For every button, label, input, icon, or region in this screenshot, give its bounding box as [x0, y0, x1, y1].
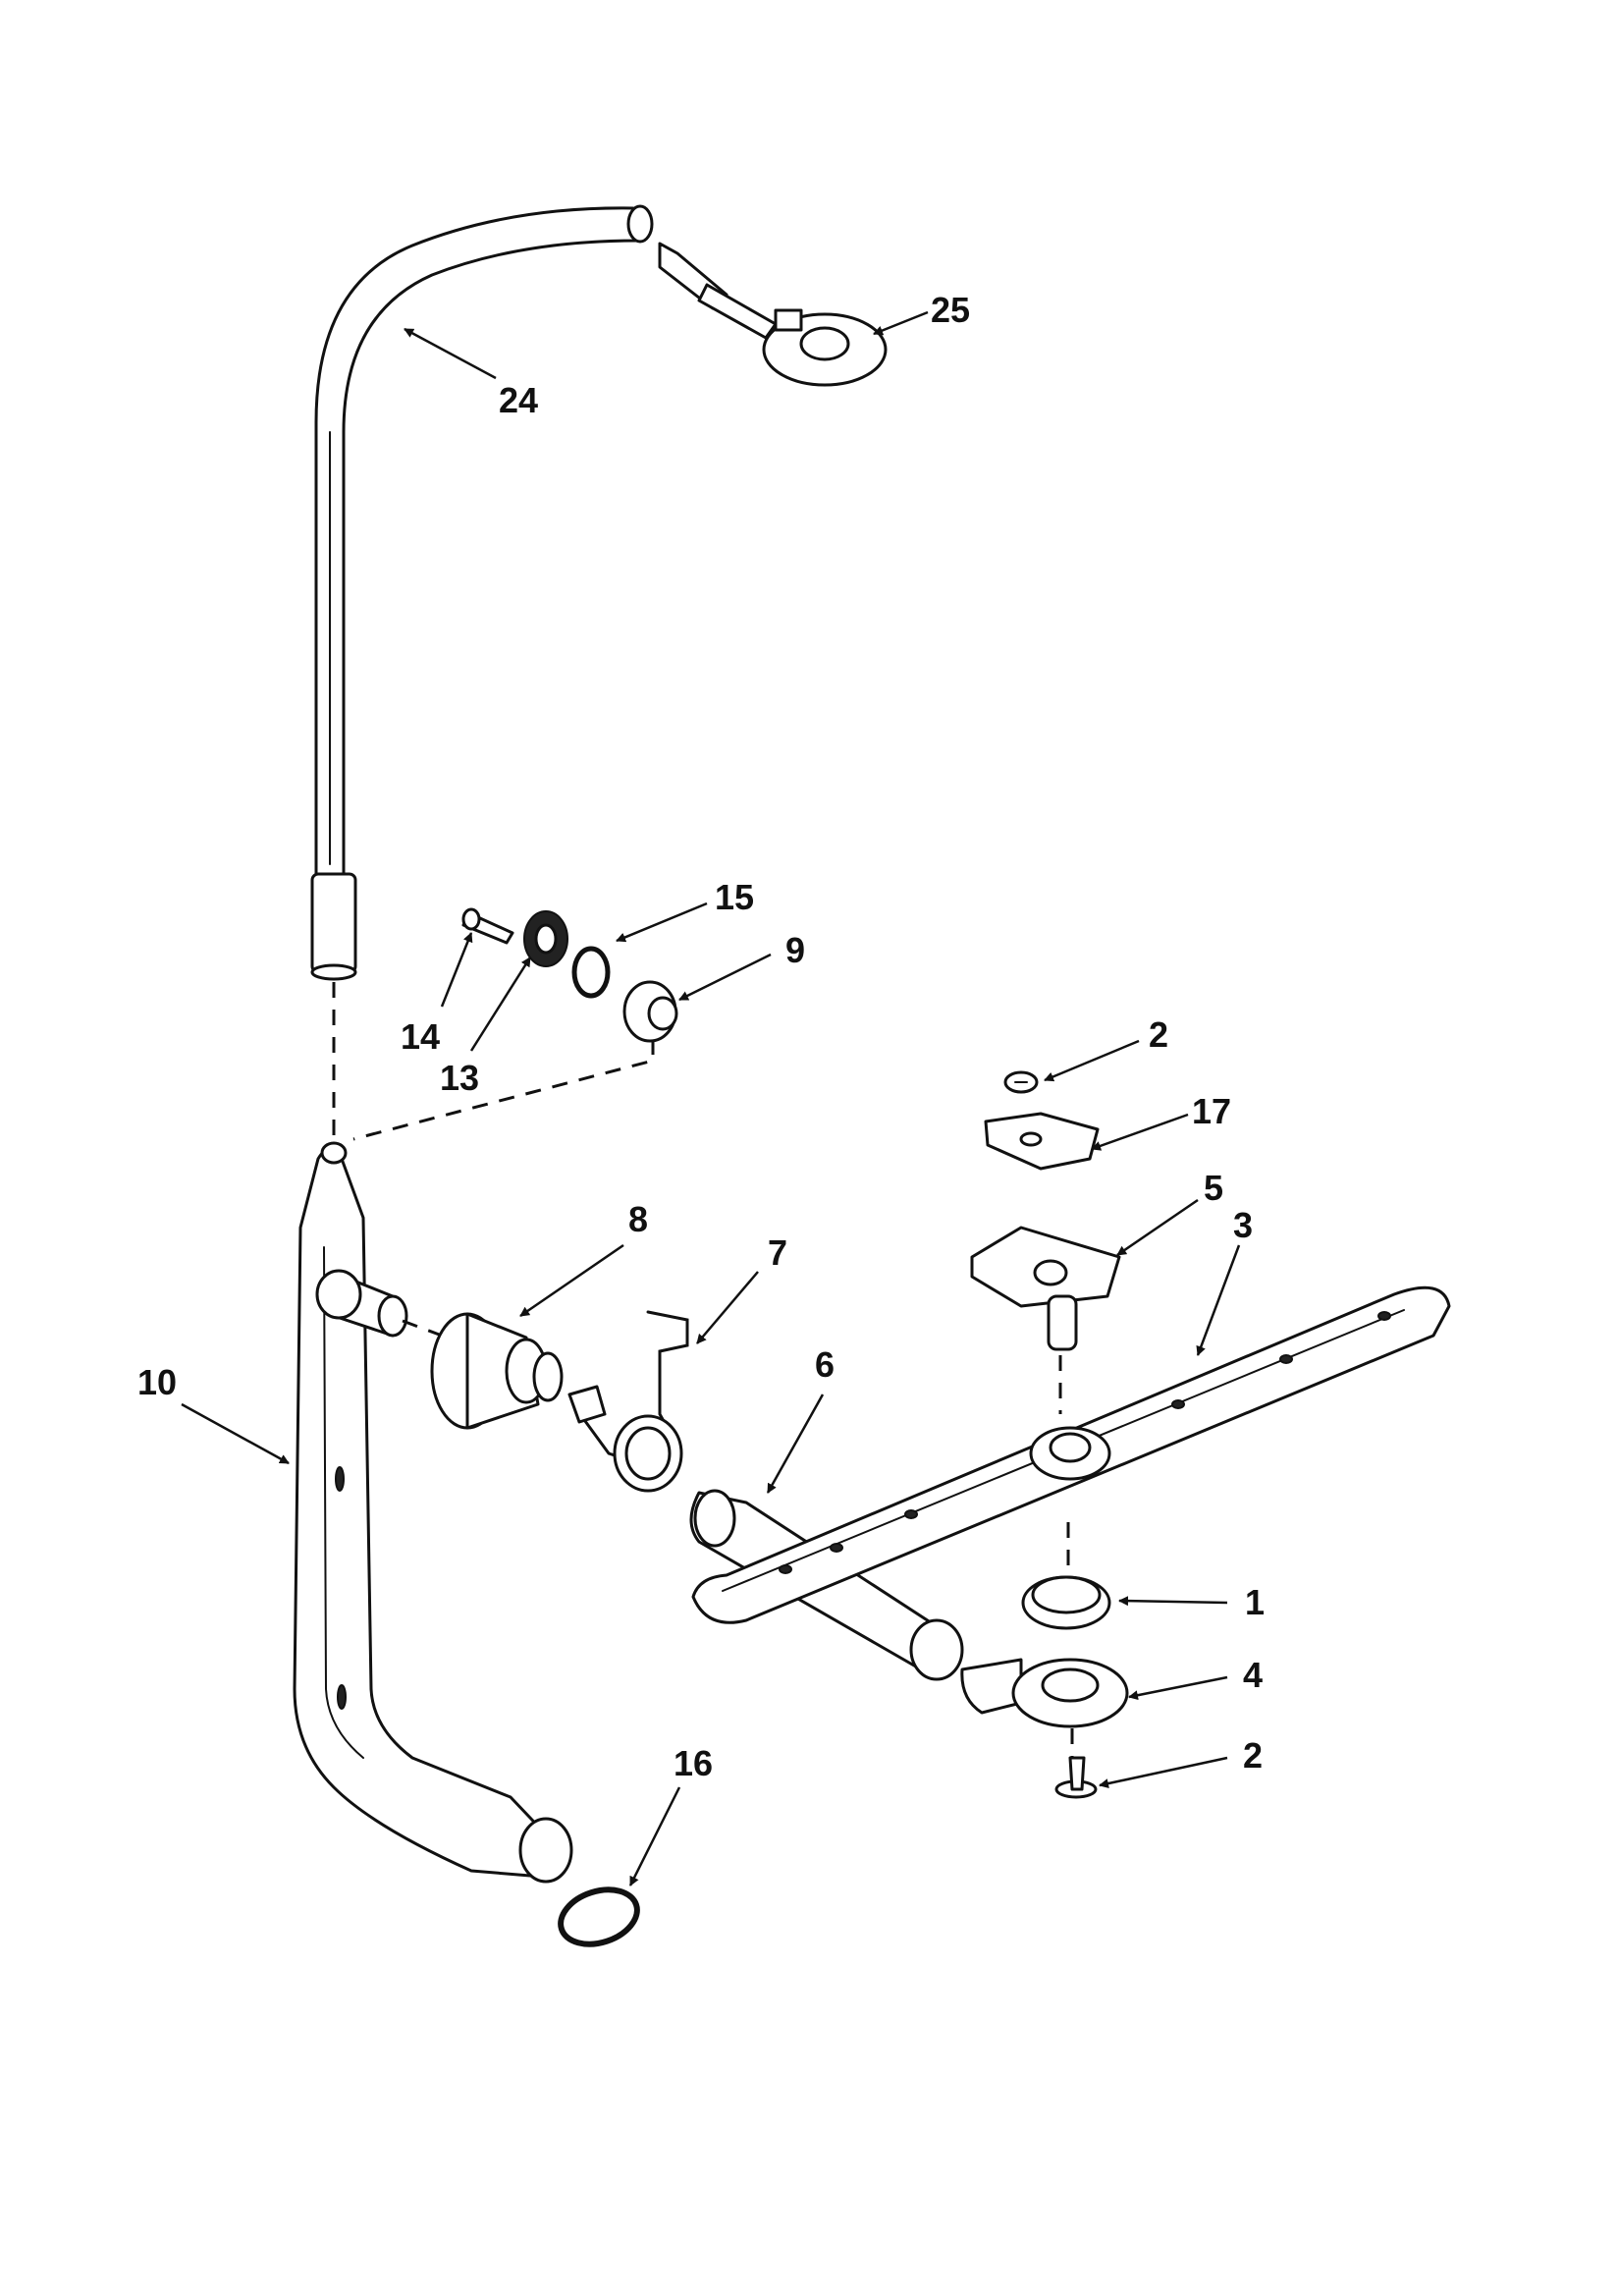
screw-2-bottom: [1054, 1756, 1098, 1799]
assembly-line-hub: [402, 1319, 443, 1338]
o-ring-15: [571, 946, 611, 999]
callout-5: 5: [1204, 1168, 1223, 1208]
spray-arm-3: [691, 1285, 1451, 1624]
callout-7: 7: [768, 1232, 787, 1273]
callout-17: 17: [1192, 1091, 1231, 1131]
callout-4: 4: [1243, 1655, 1263, 1695]
callout-9: 9: [785, 930, 805, 970]
screw-2-top: [1003, 1070, 1039, 1094]
callout-10: 10: [137, 1362, 177, 1402]
tube-mount-25: [658, 242, 888, 387]
bracket-17: [984, 1112, 1100, 1171]
support-5: [970, 1226, 1121, 1351]
nut-9: [622, 980, 678, 1043]
callout-16: 16: [674, 1743, 713, 1783]
callout-24: 24: [499, 380, 538, 420]
callout-3: 3: [1233, 1205, 1253, 1245]
callout-6: 6: [815, 1344, 835, 1385]
callout-8: 8: [628, 1199, 648, 1239]
callout-1: 1: [1245, 1582, 1265, 1622]
callout-25: 25: [931, 290, 970, 330]
seal-8: [430, 1312, 564, 1430]
callout-2-bottom: 2: [1243, 1735, 1263, 1776]
callout-13: 13: [440, 1058, 479, 1098]
leader-lines: [181, 310, 1241, 1886]
callout-14: 14: [401, 1016, 440, 1057]
washer-13: [523, 910, 568, 967]
screw-14: [461, 907, 514, 945]
nut-4: [960, 1658, 1129, 1728]
assembly-lines-upper: [332, 982, 655, 1149]
ring-1: [1021, 1575, 1111, 1630]
callout-2-top: 2: [1149, 1014, 1168, 1055]
callout-labels: 25 24 15 9 14 13 2 17 5 3 8 7 6 10 1 4 2…: [137, 290, 1265, 1783]
manifold-10: [293, 1141, 573, 1884]
callout-15: 15: [715, 877, 754, 917]
bracket-7: [567, 1310, 689, 1493]
supply-tube-24: [310, 204, 654, 981]
o-ring-16: [558, 1886, 640, 1947]
